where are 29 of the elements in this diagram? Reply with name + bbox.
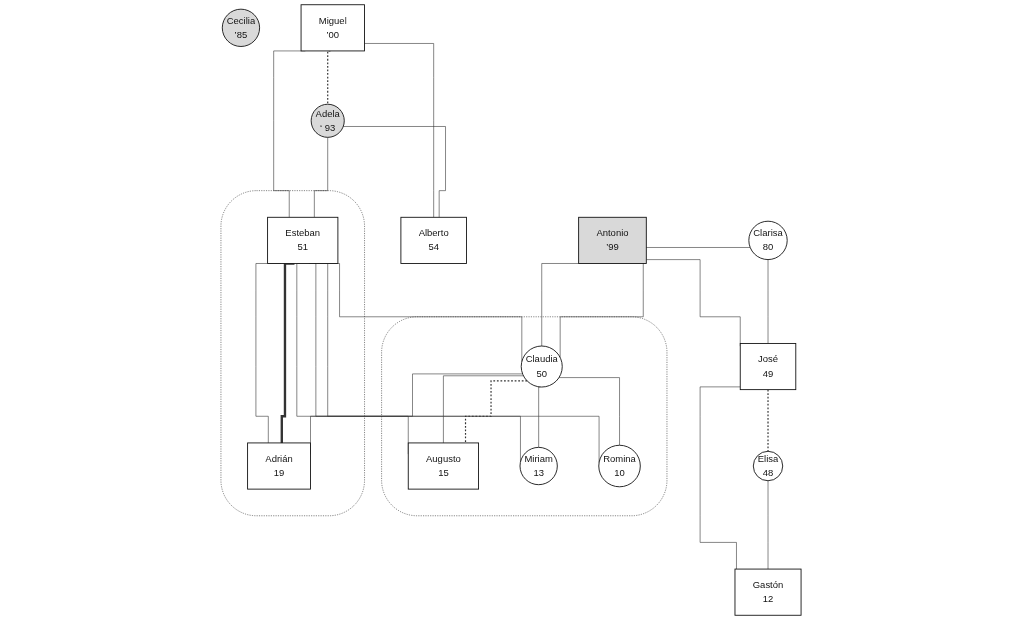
node-circle: Miriam 13 xyxy=(519,446,558,486)
cluster xyxy=(220,190,365,517)
connector xyxy=(767,389,769,452)
node-box: Miguel ’00 xyxy=(300,4,365,52)
node-box: Augusto 15 xyxy=(407,442,479,490)
connector xyxy=(314,137,328,218)
connector xyxy=(767,480,769,570)
connector xyxy=(342,126,446,218)
node-circle: Clarisa 80 xyxy=(748,220,788,261)
node-circle: Adela ‘ 93 xyxy=(310,103,345,138)
cluster xyxy=(381,316,668,517)
node-box: Alberto 54 xyxy=(400,216,467,264)
node-box: José 49 xyxy=(739,343,797,391)
node-box: Antonio ’99 xyxy=(578,216,647,264)
connector xyxy=(541,263,580,347)
connector xyxy=(538,386,541,448)
node-box: Gastón 12 xyxy=(734,568,802,616)
connector xyxy=(699,386,741,570)
connector xyxy=(558,377,620,446)
connector xyxy=(364,43,434,218)
node-circle: Elisa 48 xyxy=(752,450,784,482)
connector xyxy=(559,247,751,358)
node-circle: Claudia 50 xyxy=(520,345,563,388)
node-box: Adrián 19 xyxy=(247,442,311,490)
node-box: Esteban 51 xyxy=(267,216,339,264)
node-circle: Romina 10 xyxy=(598,444,641,488)
node-circle: Cecilia ’85 xyxy=(221,8,261,47)
connector xyxy=(443,375,524,444)
connector xyxy=(767,259,769,344)
